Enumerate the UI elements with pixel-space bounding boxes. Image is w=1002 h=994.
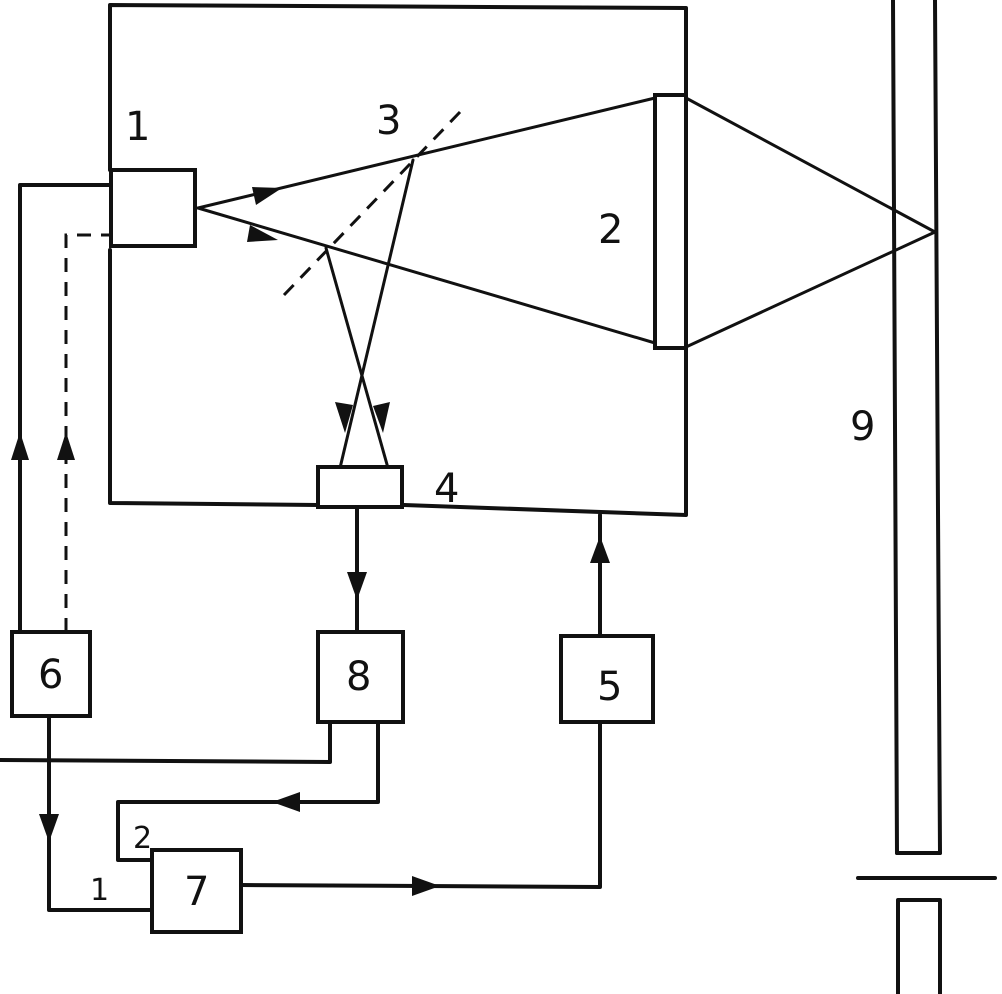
emitter-label: 1 xyxy=(125,104,150,150)
block-5 xyxy=(559,634,655,724)
block-7-port-2-label: 2 xyxy=(133,821,152,856)
beam-splitter-label: 3 xyxy=(376,98,401,144)
arrow-5-to-housing xyxy=(590,536,610,563)
line-8-to-block-7-port-2 xyxy=(116,720,380,862)
arrow-7-to-5 xyxy=(412,876,440,896)
line-6-to-emitter-dashed xyxy=(64,233,111,632)
tube-left-wall xyxy=(891,0,899,855)
upper-beam-arrow xyxy=(252,187,282,205)
lower-beam-arrow xyxy=(247,225,278,242)
arrow-8-to-7 xyxy=(272,792,300,812)
reflected-beam-a-arrow xyxy=(335,402,353,433)
block-7-port-1-label: 1 xyxy=(90,873,109,908)
mirror-label: 2 xyxy=(598,207,623,253)
line-7-to-block-5 xyxy=(239,720,602,889)
tube-label: 9 xyxy=(850,404,875,450)
block-5-label: 5 xyxy=(597,664,622,710)
reflected-beam-b xyxy=(324,246,390,470)
beam-splitter-3 xyxy=(282,110,462,297)
block-6-label: 6 xyxy=(38,652,63,698)
emitter-block-1 xyxy=(109,168,197,248)
detector-label: 4 xyxy=(434,466,459,512)
line-6-to-block-7-port-1 xyxy=(47,714,154,912)
block-8-label: 8 xyxy=(346,654,371,700)
line-6-to-emitter-solid xyxy=(18,183,113,634)
block-8 xyxy=(316,630,405,724)
reflected-beam-b-arrow xyxy=(373,402,390,433)
block-6 xyxy=(10,630,92,718)
outgoing-beam-lower xyxy=(684,230,937,349)
lower-beam xyxy=(196,206,657,345)
arrow-6-solid-up xyxy=(11,432,29,460)
detector-4 xyxy=(316,465,404,509)
block-7 xyxy=(150,848,243,934)
arrow-6-to-7 xyxy=(39,814,59,842)
arrow-6-dashed-up xyxy=(57,432,75,460)
block-7-label: 7 xyxy=(184,869,209,915)
outgoing-beam-upper xyxy=(684,96,937,234)
housing-frame xyxy=(108,3,688,517)
line-8-to-left-bus xyxy=(0,720,332,764)
arrow-detector-to-8 xyxy=(347,572,367,600)
tube-lower-segment xyxy=(896,898,942,994)
mirror-2 xyxy=(653,93,688,350)
reflected-beam-a xyxy=(338,158,415,470)
tube-right-wall xyxy=(933,0,942,855)
